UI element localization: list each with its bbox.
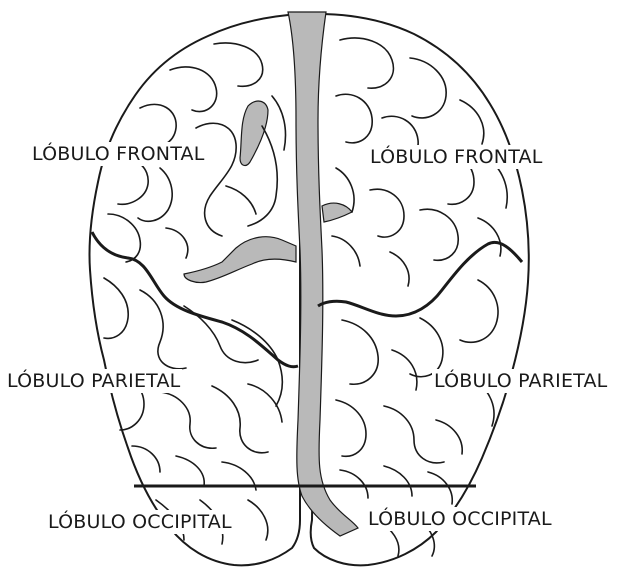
label-frontal-lobe-left: LÓBULO FRONTAL [30,142,207,166]
left-hemisphere-outline [89,14,300,565]
label-parietal-lobe-left: LÓBULO PARIETAL [5,369,182,393]
label-parietal-lobe-right: LÓBULO PARIETAL [432,369,609,393]
label-frontal-lobe-right: LÓBULO FRONTAL [368,145,545,169]
label-occipital-lobe-right: LÓBULO OCCIPITAL [366,507,554,531]
right-hemisphere-outline [311,14,529,565]
label-occipital-lobe-left: LÓBULO OCCIPITAL [46,510,234,534]
